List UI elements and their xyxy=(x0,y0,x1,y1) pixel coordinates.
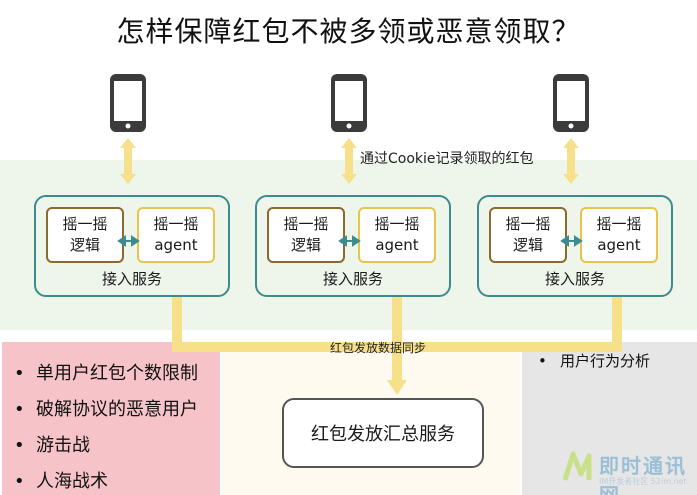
threat-list: 单用户红包个数限制 破解协议的恶意用户 游击战 人海战术 xyxy=(14,356,198,495)
analysis-list: 用户行为分析 xyxy=(538,350,650,371)
agent-box: 摇一摇 agent xyxy=(137,207,215,263)
access-service-1: 摇一摇 逻辑 摇一摇 agent 接入服务 xyxy=(34,195,230,297)
logo-icon xyxy=(562,451,592,481)
agent-box: 摇一摇 agent xyxy=(358,207,436,263)
list-item: 破解协议的恶意用户 xyxy=(14,392,198,428)
phone-icon xyxy=(553,74,589,132)
watermark-sub: IM开发者社区 52im.net xyxy=(599,477,687,486)
logic-box: 摇一摇 逻辑 xyxy=(489,207,567,263)
access-service-3: 摇一摇 逻辑 摇一摇 agent 接入服务 xyxy=(477,195,673,297)
service-label: 接入服务 xyxy=(101,270,162,288)
access-service-2: 摇一摇 逻辑 摇一摇 agent 接入服务 xyxy=(255,195,451,297)
watermark: 即时通讯网 IM开发者社区 52im.net xyxy=(555,448,695,495)
cookie-note: 通过Cookie记录领取的红包 xyxy=(360,151,534,167)
agent-box: 摇一摇 agent xyxy=(580,207,658,263)
service-label: 接入服务 xyxy=(322,270,383,288)
logic-box: 摇一摇 逻辑 xyxy=(267,207,345,263)
watermark-name: 即时通讯网 xyxy=(599,454,687,495)
page-title: 怎样保障红包不被多领或恶意领取？ xyxy=(116,15,581,48)
phone-icon xyxy=(110,74,146,132)
sync-label: 红包发放数据同步 xyxy=(330,341,427,355)
list-item: 人海战术 xyxy=(14,464,198,495)
logic-box: 摇一摇 逻辑 xyxy=(46,207,124,263)
list-item: 用户行为分析 xyxy=(538,350,650,371)
list-item: 单用户红包个数限制 xyxy=(14,356,198,392)
summary-service-box: 红包发放汇总服务 xyxy=(282,398,484,468)
list-item: 游击战 xyxy=(14,428,198,464)
phone-icon xyxy=(331,74,367,132)
service-label: 接入服务 xyxy=(544,270,605,288)
